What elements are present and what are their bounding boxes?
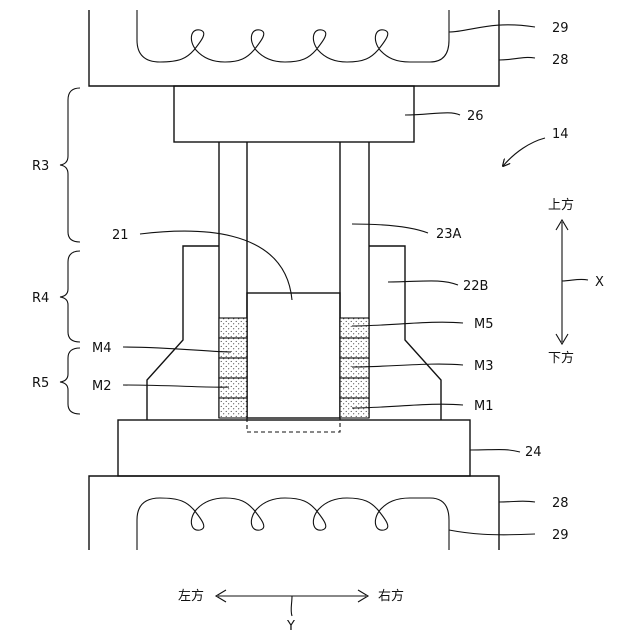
label-m3: M3 [474,359,494,374]
ref-23a: 23A [436,227,462,242]
direction-left-label: 左方 [178,588,204,604]
label-r5: R5 [32,376,49,391]
lower-punch-plate [118,420,470,476]
axis-y-label: Y [286,619,295,634]
layer-m2-right [340,378,369,398]
lower-heating-block [89,476,499,550]
figure-pointer-arrow [503,138,545,166]
layer-m1 [219,398,247,418]
label-m4: M4 [92,341,112,356]
ref-24: 24 [525,445,542,460]
label-m2: M2 [92,379,112,394]
layer-m2 [219,378,247,398]
layer-m4-right [340,338,369,358]
brace-r4 [60,251,80,342]
label-m1: M1 [474,399,494,414]
label-r3: R3 [32,159,49,174]
label-m5: M5 [474,317,494,332]
layer-m5 [340,318,369,338]
ref-28-bottom: 28 [552,496,569,511]
die-body [147,246,441,420]
brace-r5 [60,348,80,414]
upper-heating-block [89,10,499,86]
direction-down-label: 下方 [548,350,574,366]
layer-m3-right [340,358,369,378]
direction-right-label: 右方 [378,588,404,604]
layer-m4-top [219,318,247,338]
vertical-direction-indicator [556,220,588,344]
right-powder-stack [340,318,369,418]
axis-x-label: X [595,275,604,290]
ref-26: 26 [467,109,484,124]
layer-m4 [219,338,247,358]
left-powder-stack [219,318,247,418]
lower-heater-coil [137,498,449,550]
horizontal-direction-indicator [216,590,368,616]
upper-heater-coil [137,10,449,62]
upper-punch-plate [174,86,414,142]
ref-28-top: 28 [552,53,569,68]
direction-up-label: 上方 [548,197,574,213]
ref-21: 21 [112,228,129,243]
label-r4: R4 [32,291,49,306]
ref-29-top: 29 [552,21,569,36]
brace-r3 [60,88,80,242]
ref-29-bottom: 29 [552,528,569,543]
core-pin [247,293,340,418]
figure-number: 14 [552,127,569,142]
region-braces [60,88,80,414]
layer-m3 [219,358,247,378]
ref-22b: 22B [463,279,488,294]
